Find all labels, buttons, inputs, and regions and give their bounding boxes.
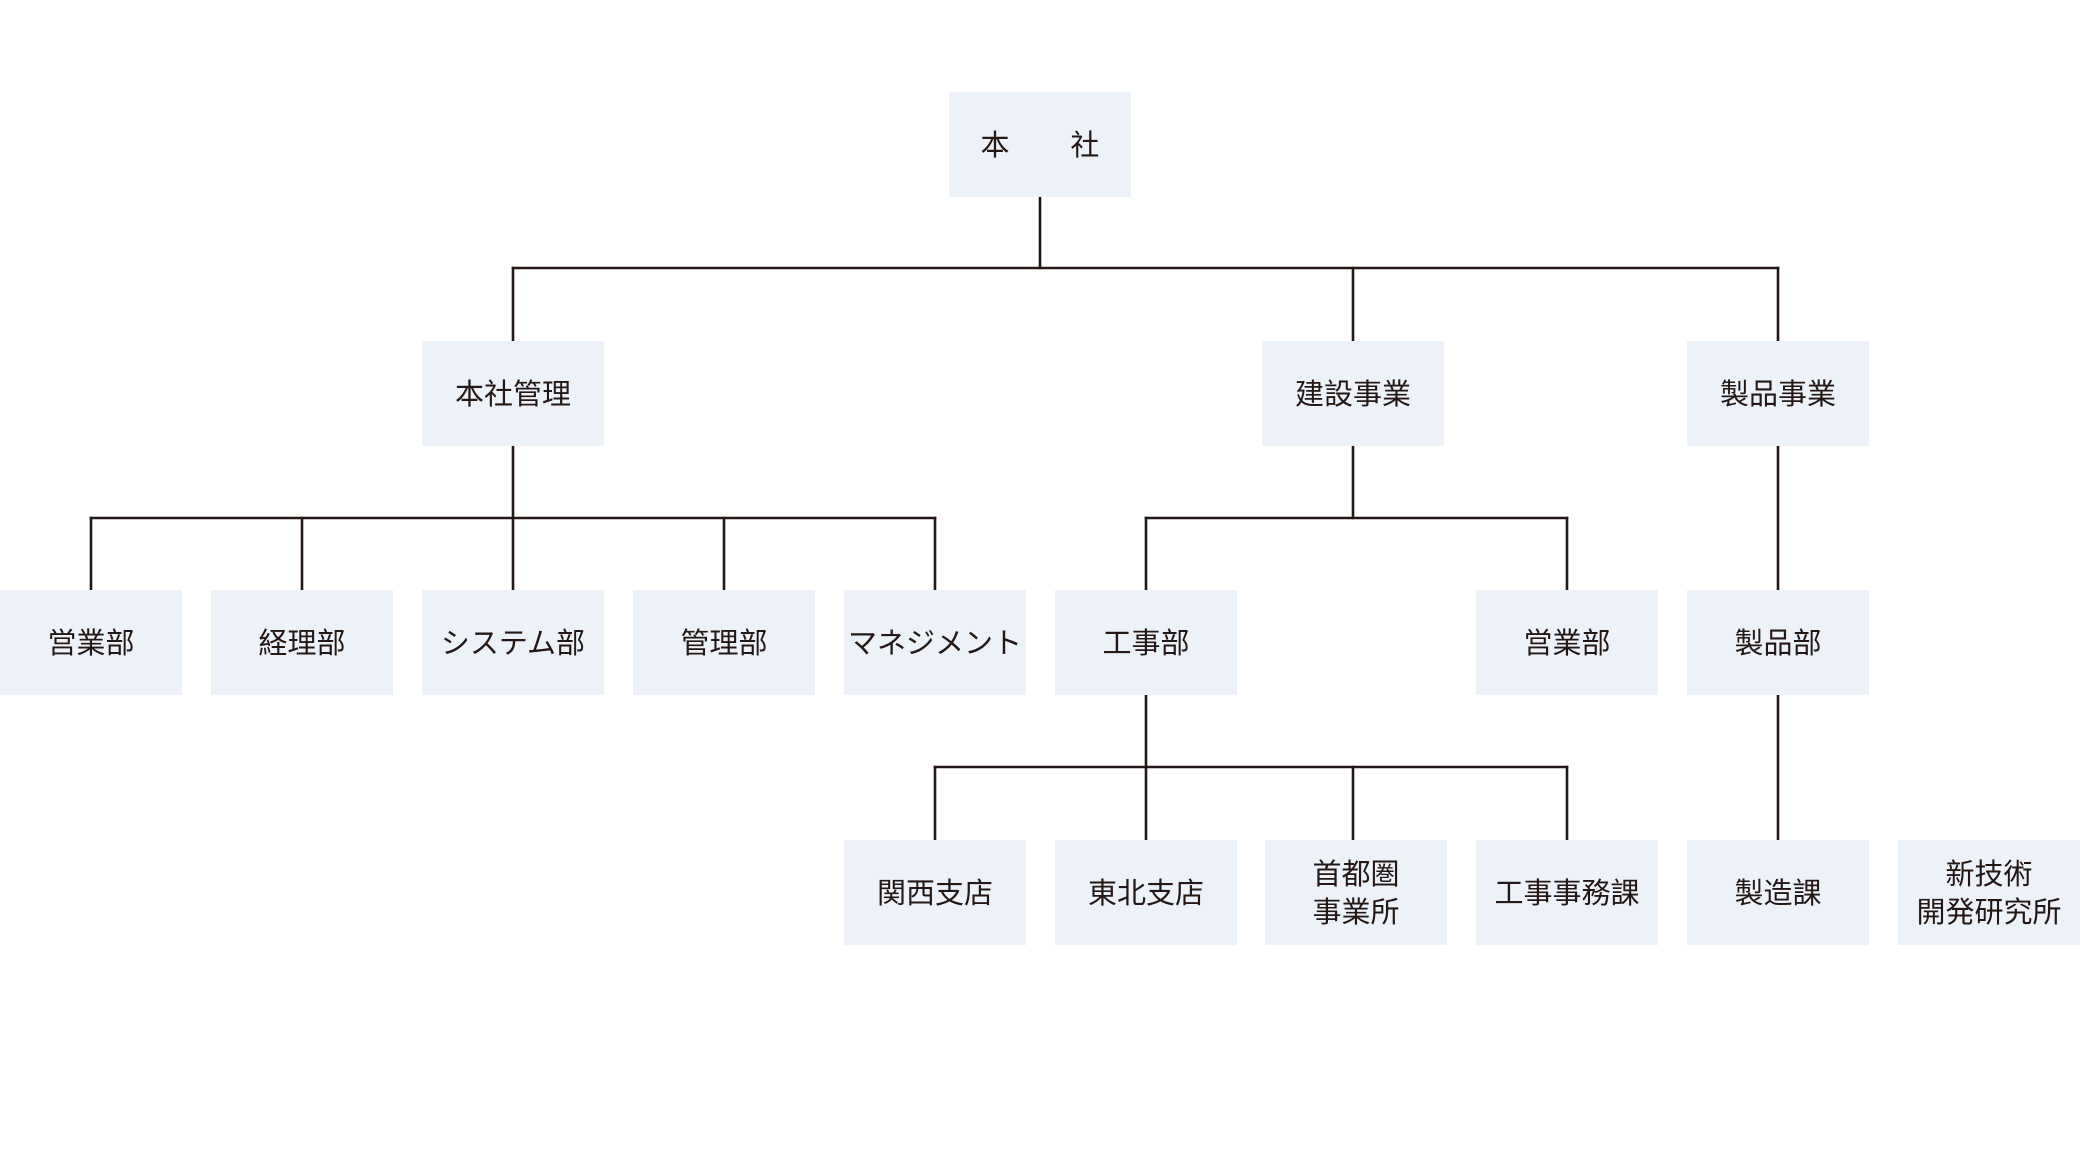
node-construction-business: 建設事業 (1262, 341, 1444, 446)
node-metro-office: 首都圏 事業所 (1265, 840, 1447, 945)
node-construction-dept: 工事部 (1055, 590, 1237, 695)
node-root-headquarters: 本 社 (949, 92, 1131, 197)
node-accounting-dept: 経理部 (211, 590, 393, 695)
node-manufacturing-section: 製造課 (1687, 840, 1869, 945)
node-products-business: 製品事業 (1687, 341, 1869, 446)
node-kansai-branch: 関西支店 (844, 840, 1026, 945)
node-hq-sales-dept: 営業部 (0, 590, 182, 695)
node-construction-office-section: 工事事務課 (1476, 840, 1658, 945)
node-rnd-lab: 新技術 開発研究所 (1898, 840, 2080, 945)
node-products-dept: 製品部 (1687, 590, 1869, 695)
node-hq-admin: 本社管理 (422, 341, 604, 446)
node-management-dept: 管理部 (633, 590, 815, 695)
node-management-ops: マネジメント (844, 590, 1026, 695)
node-systems-dept: システム部 (422, 590, 604, 695)
node-construction-sales-dept: 営業部 (1476, 590, 1658, 695)
node-tohoku-branch: 東北支店 (1055, 840, 1237, 945)
